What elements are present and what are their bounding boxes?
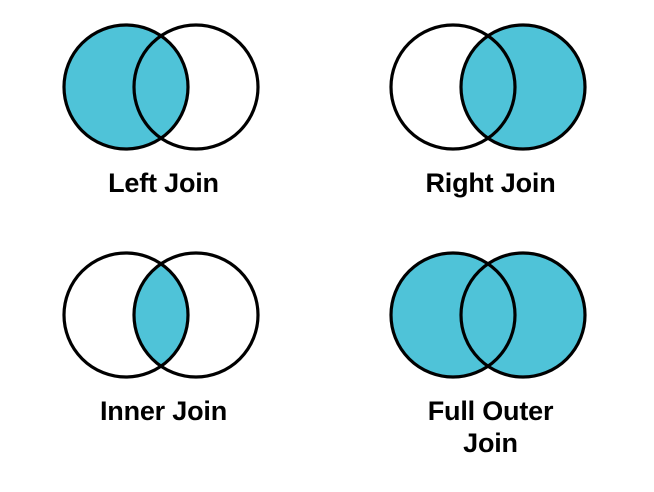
intersection-fill — [133, 253, 188, 377]
left-join-venn-figure — [61, 23, 260, 151]
left-circle-outline — [61, 23, 190, 151]
right-circle-outline — [131, 23, 260, 151]
right-circle-outline — [458, 23, 587, 151]
venn-label-full-outer-join: Full Outer Join — [427, 396, 554, 458]
venn-label-right-join: Right Join — [425, 168, 556, 198]
venn-label-inner-join: Inner Join — [99, 396, 227, 426]
right-join-venn-figure — [388, 23, 587, 151]
right-circle-fill — [460, 25, 585, 149]
inner-join-venn-figure — [61, 251, 260, 379]
full-outer-join-venn-figure — [388, 251, 587, 379]
venn-diagram-grid: Left Join Right Join Inner Join — [0, 18, 654, 458]
left-circle-outline — [388, 251, 517, 379]
right-circle-outline — [458, 251, 587, 379]
venn-cell-full-outer-join: Full Outer Join — [327, 246, 654, 492]
left-circle-fill — [63, 25, 188, 149]
venn-cell-left-join: Left Join — [0, 18, 327, 246]
venn-cell-inner-join: Inner Join — [0, 246, 327, 492]
intersection-fill-group — [133, 253, 188, 377]
left-circle-outline — [388, 23, 517, 151]
right-circle-fill — [460, 253, 585, 377]
venn-label-left-join: Left Join — [108, 168, 219, 198]
left-circle-outline — [61, 251, 190, 379]
venn-cell-right-join: Right Join — [327, 18, 654, 246]
right-circle-outline — [131, 251, 260, 379]
